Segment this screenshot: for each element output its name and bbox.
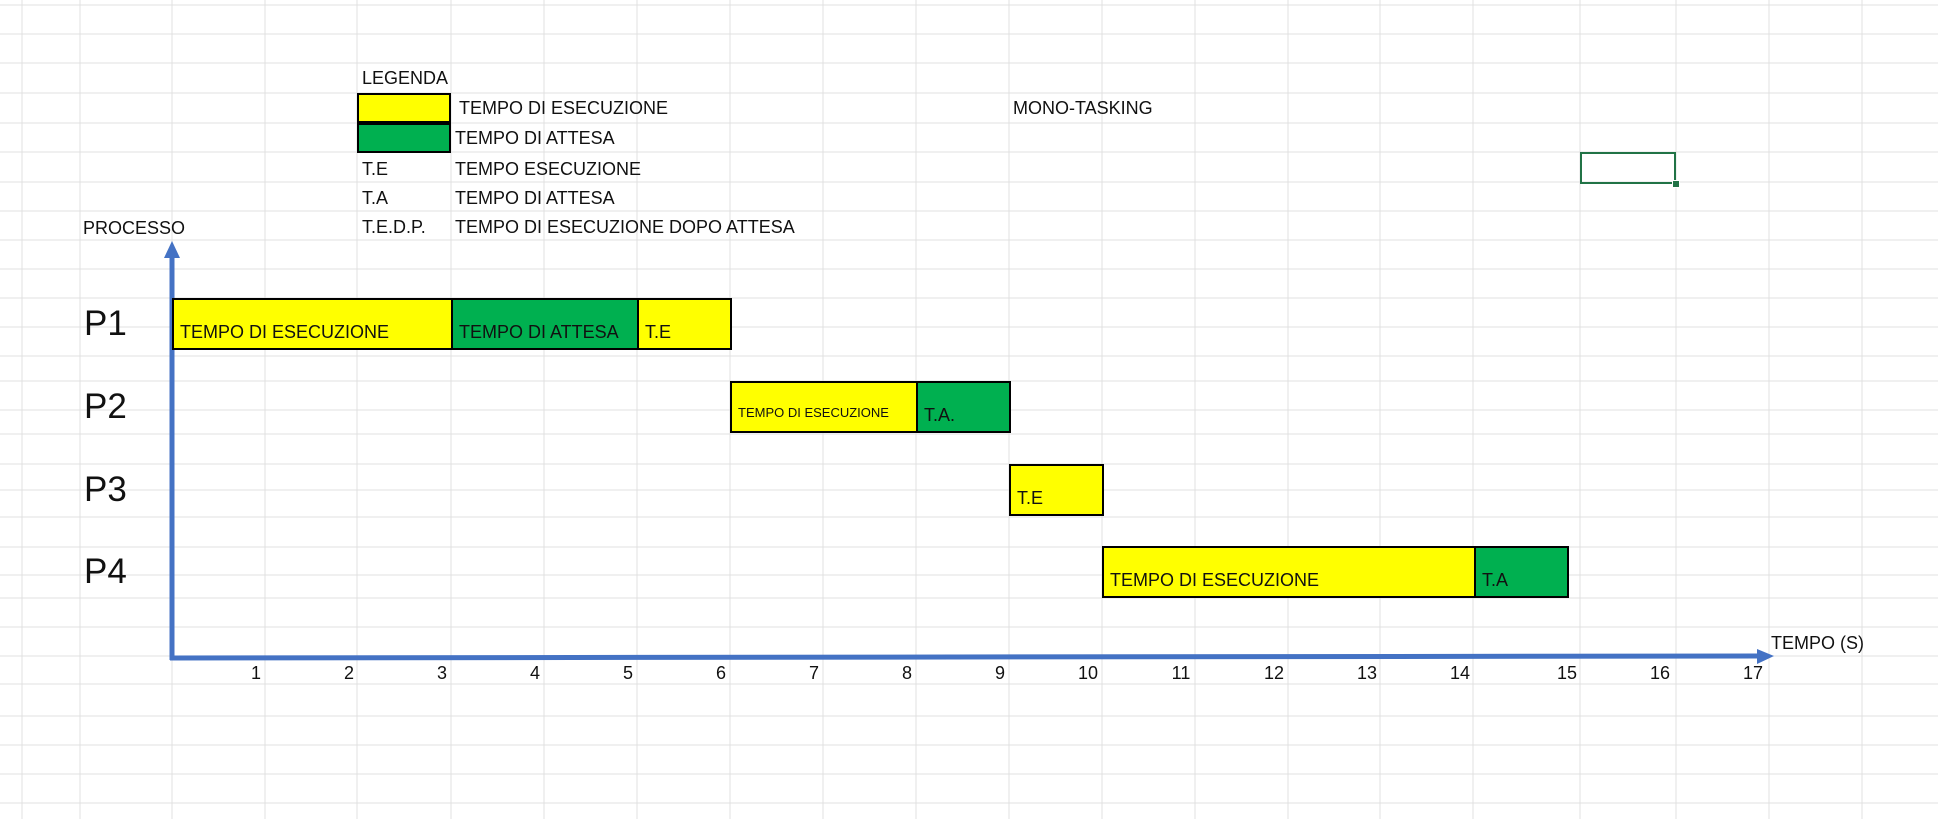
gantt-bar-label: TEMPO DI ESECUZIONE	[738, 405, 889, 420]
selected-cell-fill-handle[interactable]	[1672, 180, 1680, 188]
x-tick-label: 16	[1649, 663, 1671, 683]
legend-label-execution: TEMPO DI ESECUZIONE	[459, 98, 669, 118]
selected-cell[interactable]	[1580, 152, 1676, 184]
x-tick-label: 8	[901, 663, 912, 683]
gantt-bar-label: T.E	[645, 322, 672, 342]
legend-swatch-waiting	[357, 123, 451, 153]
x-tick-label: 14	[1449, 663, 1471, 683]
abbr-te-meaning: TEMPO ESECUZIONE	[455, 159, 642, 179]
x-axis-arrowhead	[1757, 649, 1774, 664]
gantt-bar-label: TEMPO DI ESECUZIONE	[180, 322, 390, 342]
gantt-bar-label: T.E	[1017, 488, 1044, 508]
mode-label: MONO-TASKING	[1013, 98, 1153, 118]
x-tick-label: 15	[1556, 663, 1578, 683]
process-label-p1: P1	[84, 304, 127, 343]
x-tick-label: 6	[715, 663, 726, 683]
x-tick-label: 5	[622, 663, 633, 683]
y-axis-arrowhead	[164, 241, 180, 258]
legend-label-waiting: TEMPO DI ATTESA	[455, 128, 615, 148]
abbr-te: T.E	[362, 159, 389, 179]
x-tick-label: 1	[250, 663, 261, 683]
gantt-bar-execution: TEMPO DI ESECUZIONE	[172, 298, 453, 350]
x-tick-label: 4	[529, 663, 540, 683]
gantt-bar-waiting: T.A.	[916, 381, 1011, 433]
x-tick-label: 12	[1263, 663, 1285, 683]
x-tick-label: 11	[1171, 663, 1191, 683]
gantt-bar-execution: TEMPO DI ESECUZIONE	[730, 381, 918, 433]
abbr-tedp: T.E.D.P.	[362, 217, 426, 237]
x-axis-title: TEMPO (S)	[1771, 633, 1864, 653]
gantt-bar-waiting: T.A	[1474, 546, 1569, 598]
gantt-bar-execution: TEMPO DI ESECUZIONE	[1102, 546, 1476, 598]
legend-title: LEGENDA	[362, 68, 449, 88]
process-label-p3: P3	[84, 470, 127, 509]
x-tick-label: 3	[436, 663, 447, 683]
gantt-bar-label: T.A	[1482, 570, 1509, 590]
x-tick-label: 10	[1077, 663, 1099, 683]
x-tick-label: 9	[994, 663, 1005, 683]
gantt-bar-execution: T.E	[637, 298, 732, 350]
abbr-ta-meaning: TEMPO DI ATTESA	[455, 188, 615, 208]
x-tick-label: 7	[808, 663, 819, 683]
x-tick-label: 17	[1742, 663, 1764, 683]
gantt-bar-label: TEMPO DI ESECUZIONE	[1110, 570, 1320, 590]
abbr-ta: T.A	[362, 188, 389, 208]
gantt-bar-execution: T.E	[1009, 464, 1104, 516]
abbr-tedp-meaning: TEMPO DI ESECUZIONE DOPO ATTESA	[455, 217, 795, 237]
gantt-bar-label: TEMPO DI ATTESA	[459, 322, 619, 342]
process-label-p2: P2	[84, 387, 127, 426]
y-axis-title: PROCESSO	[83, 218, 186, 238]
x-tick-label: 13	[1356, 663, 1378, 683]
process-label-p4: P4	[84, 552, 127, 591]
x-axis-line	[169, 653, 1761, 661]
gantt-bar-waiting: TEMPO DI ATTESA	[451, 298, 639, 350]
gantt-bar-label: T.A.	[924, 405, 956, 425]
legend-swatch-execution	[357, 93, 451, 123]
x-tick-label: 2	[343, 663, 354, 683]
